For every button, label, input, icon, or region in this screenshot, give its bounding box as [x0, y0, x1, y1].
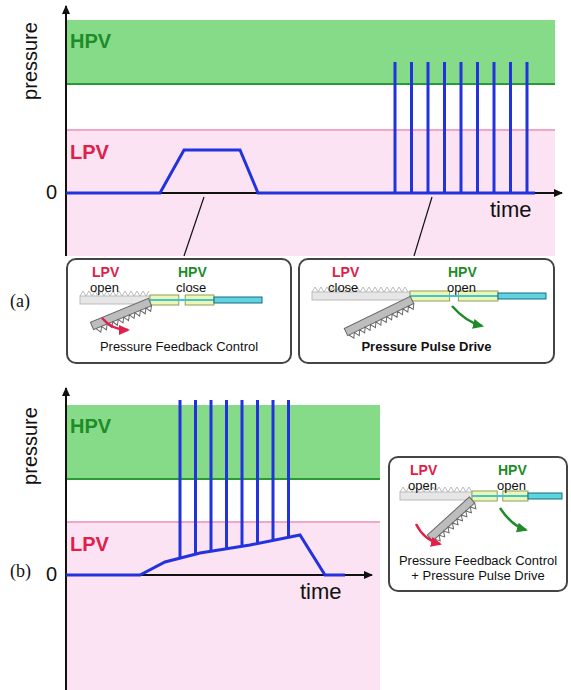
- finger-illustrations: [80, 287, 562, 545]
- pressure-pulse: [460, 62, 463, 193]
- pressure-pulse: [179, 400, 182, 558]
- pressure-pulse: [287, 400, 290, 537]
- axis-origin: 0: [46, 563, 57, 585]
- valve-state: close: [328, 281, 358, 296]
- valve-state: HPV: [178, 264, 207, 280]
- valve-state: close: [176, 281, 206, 296]
- valve-state: HPV: [498, 462, 527, 478]
- pressure-pulse: [493, 62, 496, 193]
- axis-label: time: [490, 198, 532, 222]
- valve-state: HPV: [448, 264, 477, 280]
- pressure-pulses: [180, 62, 527, 558]
- pressure-pulse: [427, 62, 430, 193]
- axis-label: time: [300, 580, 342, 604]
- motion-arrow: [500, 508, 526, 530]
- bellows-segment: [400, 487, 472, 500]
- hpv-band: HPV: [66, 20, 555, 85]
- supply-tube: [214, 297, 262, 303]
- pressure-pulse: [225, 400, 228, 549]
- actuator-body: [410, 291, 498, 301]
- mode-name: Pressure Feedback Control + Pressure Pul…: [394, 554, 562, 584]
- motion-arrow: [452, 306, 482, 326]
- valve-state: open: [408, 479, 437, 494]
- pressure-pulse: [410, 62, 413, 193]
- bellows-segment: [90, 298, 153, 334]
- motion-arrow: [416, 524, 440, 544]
- mode-callout: LPVopen HPVclosePressure Feedback Control: [66, 258, 292, 364]
- axis-label: pressure: [19, 22, 41, 100]
- pressure-pulse: [476, 62, 479, 193]
- bellows-segment: [427, 497, 478, 545]
- axis-origin: 0: [46, 181, 57, 203]
- band-label: LPV: [70, 533, 109, 556]
- band-label: HPV: [70, 30, 111, 53]
- valve-state: open: [447, 281, 476, 296]
- valve-state: LPV: [410, 462, 437, 478]
- y-axis: [65, 388, 67, 690]
- pressure-pulse: [194, 400, 197, 554]
- actuator-body: [472, 491, 528, 501]
- panel-label: (a): [10, 292, 30, 312]
- pressure-trace: [66, 150, 395, 193]
- pressure-pulse: [210, 400, 213, 551]
- bellows-segment: [312, 287, 410, 300]
- actuator-body: [150, 295, 214, 305]
- valve-state: open: [497, 479, 526, 494]
- leader-line: [184, 197, 204, 256]
- pressure-trace: [66, 535, 345, 575]
- pressure-pulse: [394, 62, 397, 193]
- band-label: LPV: [70, 141, 109, 164]
- supply-tube: [528, 493, 562, 499]
- valve-state: LPV: [332, 264, 359, 280]
- bellows-segment: [344, 296, 416, 340]
- lpv-band: LPV: [66, 521, 380, 690]
- pressure-pulse: [241, 400, 244, 546]
- band-label: HPV: [70, 415, 111, 438]
- panel-label: (b): [10, 562, 31, 582]
- valve-state: LPV: [92, 264, 119, 280]
- pressure-pulse: [256, 400, 259, 544]
- mode-callout: LPVopenHPVopenPressure Feedback Control …: [388, 456, 568, 592]
- pressure-pulse: [509, 62, 512, 193]
- pressure-trace: [395, 192, 535, 195]
- supply-tube: [498, 293, 546, 299]
- leader-line: [414, 197, 432, 256]
- pressure-pulse: [443, 62, 446, 193]
- mode-name: Pressure Feedback Control: [72, 340, 286, 355]
- motion-arrow: [102, 318, 128, 330]
- axis-label: pressure: [19, 407, 41, 485]
- pressure-pulse: [272, 400, 275, 540]
- valve-state: open: [90, 281, 119, 296]
- hpv-band: HPV: [66, 405, 380, 480]
- mode-name: Pressure Pulse Drive: [304, 340, 549, 355]
- pressure-pulse: [526, 62, 529, 193]
- y-axis: [65, 6, 67, 256]
- mode-callout: LPVclose HPVopenPressure Pulse Drive: [298, 258, 555, 364]
